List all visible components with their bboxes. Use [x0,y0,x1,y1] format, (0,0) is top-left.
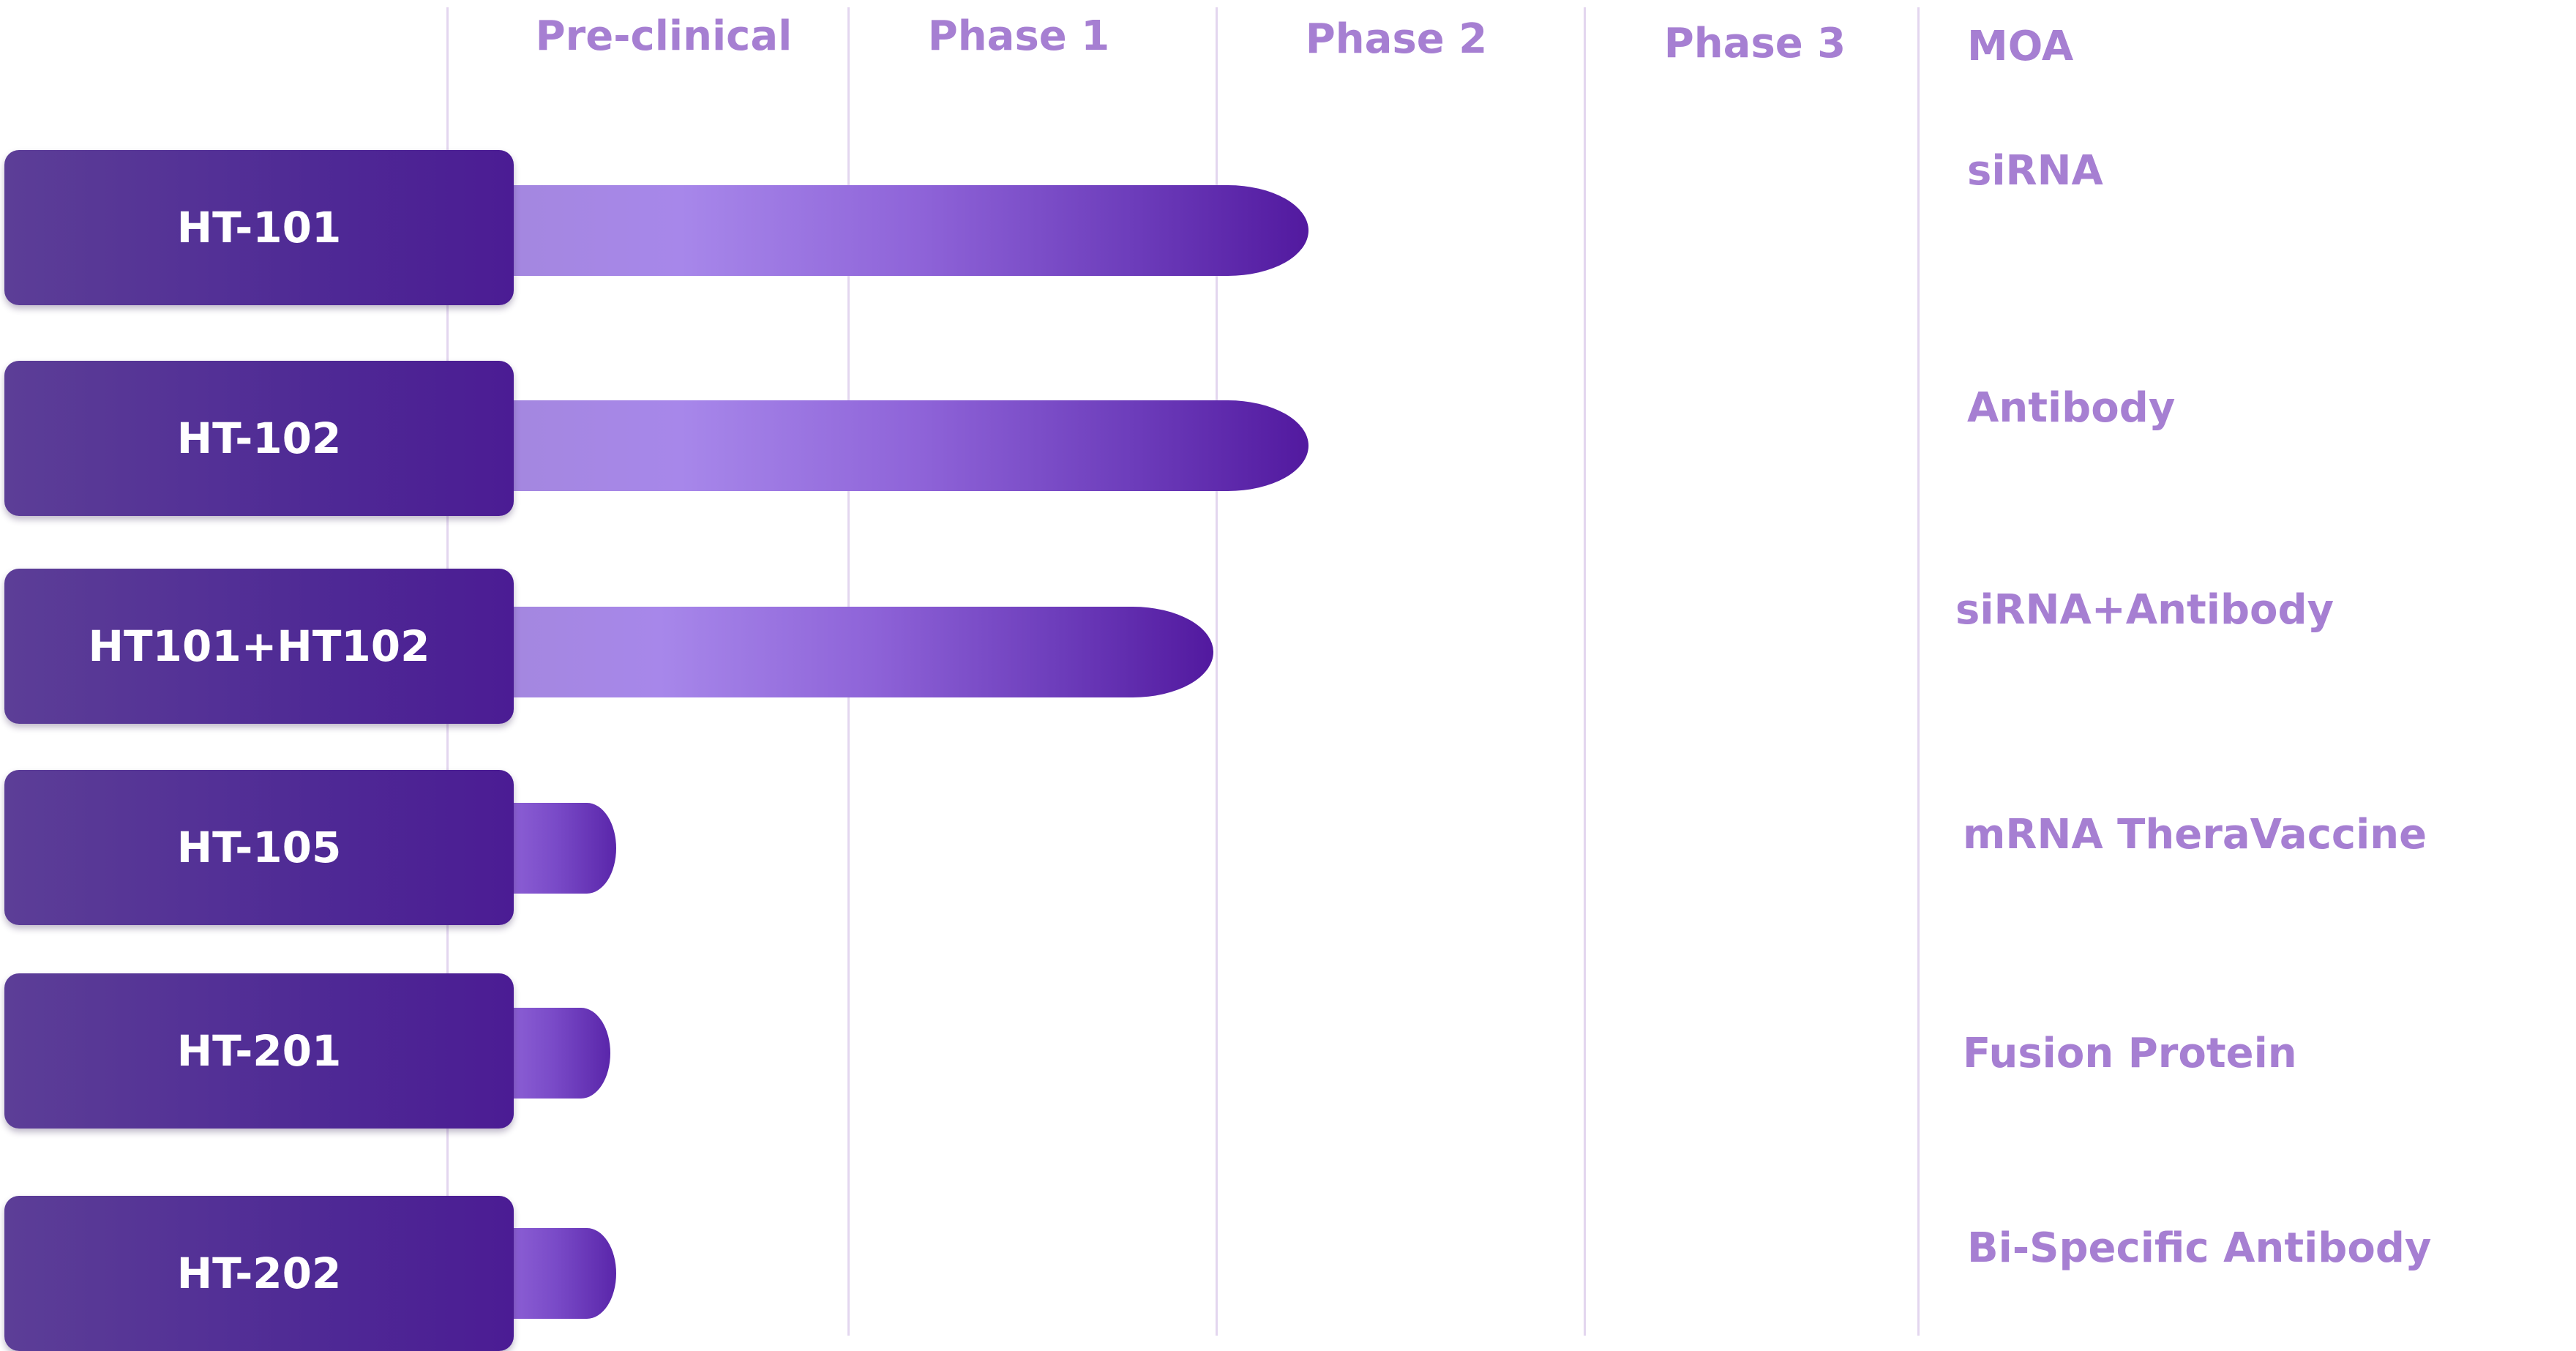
program-name: HT101+HT102 [88,621,430,671]
program-label-ht-202: HT-202 [4,1196,514,1351]
program-label-ht101-ht102: HT101+HT102 [4,569,514,724]
grid-line-phase1-phase2 [1216,7,1218,1336]
phase-header-phase1: Phase 1 [927,12,1110,60]
phase-header-preclinical: Pre-clinical [535,12,793,60]
phase-header-phase2: Phase 2 [1305,15,1488,63]
moa-label-ht101-ht102: siRNA+Antibody [1955,586,2334,634]
moa-header: MOA [1967,23,2074,70]
grid-line-phase2-phase3 [1584,7,1586,1336]
program-name: HT-105 [176,823,342,872]
progress-bar-ht-101 [505,185,1308,276]
moa-label-ht-102: Antibody [1967,384,2176,432]
phase-header-phase3: Phase 3 [1663,20,1846,67]
progress-bar-ht-202 [505,1228,616,1319]
program-label-ht-102: HT-102 [4,361,514,516]
program-name: HT-202 [176,1249,342,1298]
program-label-ht-105: HT-105 [4,770,514,925]
program-name: HT-101 [176,203,342,252]
moa-label-ht-101: siRNA [1967,147,2103,195]
program-name: HT-102 [176,413,342,463]
progress-bar-ht-102 [505,400,1308,491]
progress-bar-ht-105 [505,803,616,894]
grid-line-phase3-moa [1917,7,1920,1336]
moa-label-ht-202: Bi-Specific Antibody [1967,1224,2432,1272]
program-label-ht-201: HT-201 [4,973,514,1129]
progress-bar-ht101-ht102 [505,607,1213,697]
program-label-ht-101: HT-101 [4,150,514,305]
moa-label-ht-105: mRNA TheraVaccine [1963,811,2427,858]
program-name: HT-201 [176,1026,342,1076]
progress-bar-ht-201 [505,1008,610,1099]
moa-label-ht-201: Fusion Protein [1963,1030,2297,1077]
